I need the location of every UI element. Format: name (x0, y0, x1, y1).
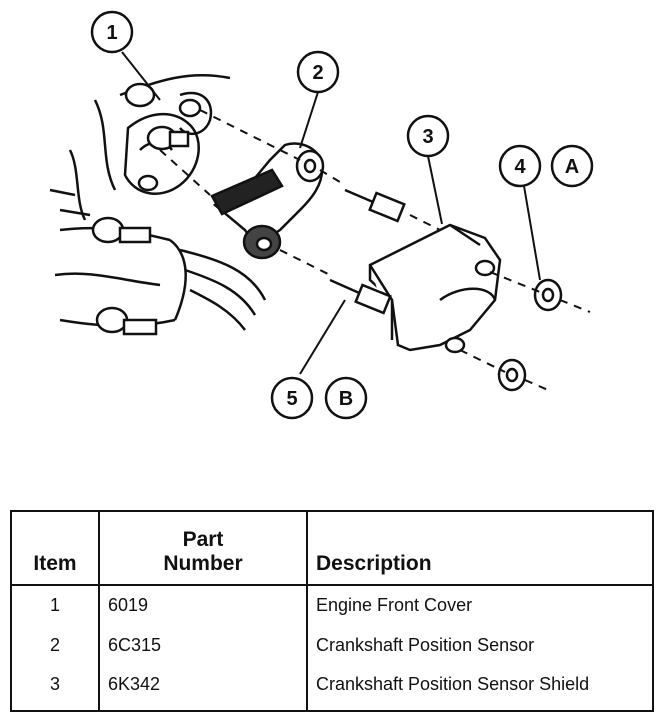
row-item: 1 (49, 595, 60, 615)
row-description: Engine Front Cover (306, 585, 653, 633)
row-part-number: 6K342 (98, 671, 307, 711)
row-part-number: 6019 (98, 585, 307, 633)
svg-text:4: 4 (514, 156, 526, 178)
parts-table: Item Part Number Description 1 6019 Engi… (10, 510, 654, 712)
table-row: 1 6019 Engine Front Cover (11, 585, 653, 633)
header-part-number-line2: Number (163, 552, 243, 575)
svg-text:2: 2 (312, 62, 323, 84)
callout-3: 3 (406, 114, 450, 158)
leader-lines (121, 51, 541, 375)
crankshaft-position-sensor (210, 142, 325, 260)
svg-text:A: A (565, 156, 579, 178)
svg-text:B: B (339, 388, 353, 410)
svg-text:1: 1 (106, 22, 117, 44)
callout-b: B (324, 376, 368, 420)
assembly-lines (159, 109, 591, 391)
table-row: 3 6K342 Crankshaft Position Sensor Shiel… (11, 671, 653, 711)
callout-1: 1 (90, 10, 134, 54)
header-description: Description (306, 511, 653, 586)
row-description: Crankshaft Position Sensor (306, 632, 653, 672)
cover-bolts (91, 82, 202, 336)
header-part-number: Part Number (98, 511, 307, 586)
svg-text:5: 5 (286, 388, 297, 410)
table-row: 2 6C315 Crankshaft Position Sensor (11, 632, 653, 672)
crankshaft-position-sensor-shield (368, 223, 502, 354)
callout-4: 4 (498, 144, 542, 188)
table-header-row: Item Part Number Description (11, 511, 653, 586)
callout-2: 2 (296, 50, 340, 94)
row-item: 2 (49, 635, 60, 656)
row-item: 3 (49, 674, 60, 695)
mounting-studs (329, 188, 406, 315)
header-part-number-line1: Part (182, 528, 224, 551)
header-item: Item (11, 511, 99, 586)
row-part-number: 6C315 (98, 632, 307, 672)
svg-text:3: 3 (422, 126, 433, 148)
nuts (497, 278, 563, 392)
callout-5: 5 (270, 376, 314, 420)
exploded-view-diagram: 1 2 3 4 A 5 B (49, 10, 594, 420)
callout-a: A (550, 144, 594, 188)
row-description: Crankshaft Position Sensor Shield (306, 671, 653, 711)
